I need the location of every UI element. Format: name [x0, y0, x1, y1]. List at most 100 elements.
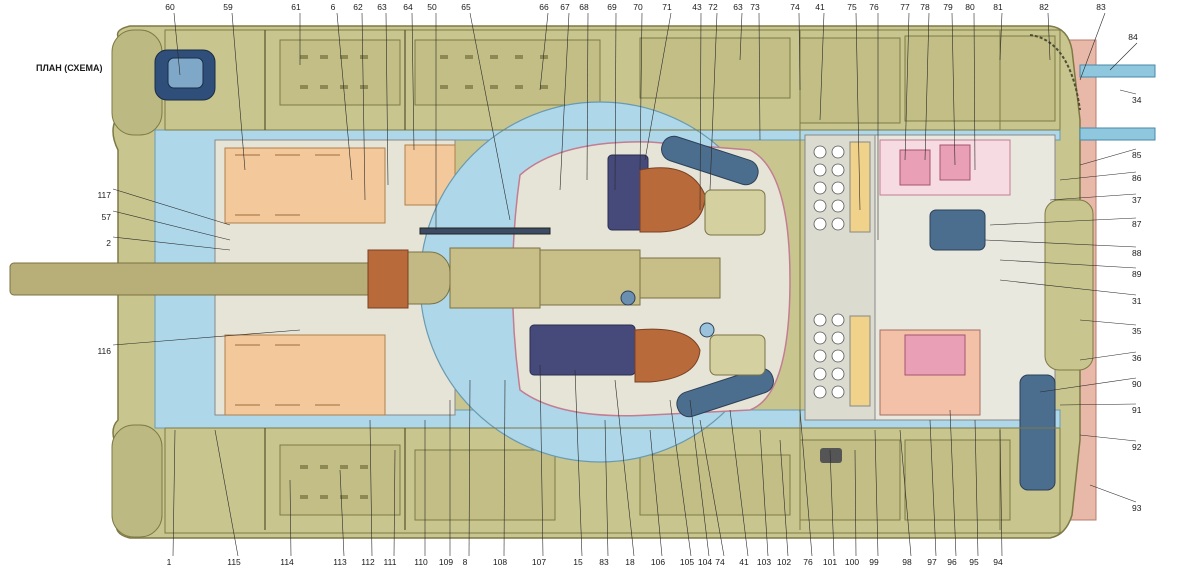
- callout-label: 63: [733, 2, 743, 12]
- callout-label: 98: [902, 557, 912, 567]
- callout-leader: [984, 239, 1137, 248]
- callout-leader: [904, 12, 910, 161]
- lower-cylinder: [709, 334, 766, 376]
- exhaust-duct-upper: [1079, 64, 1156, 78]
- callout-label: 6: [331, 2, 336, 12]
- callout-label: 59: [223, 2, 233, 12]
- callout-label: 66: [539, 2, 549, 12]
- callout-label: 36: [1132, 353, 1142, 363]
- callout-label: 65: [461, 2, 471, 12]
- callout-leader: [1059, 171, 1137, 181]
- callout-label: 76: [803, 557, 813, 567]
- callout-label: 117: [97, 190, 111, 200]
- gunner-sight-lower: [529, 324, 636, 376]
- callout-leader: [361, 12, 366, 201]
- callout-label: 35: [1132, 326, 1142, 336]
- exhaust-pipe-83: [1029, 34, 1081, 111]
- callout-leader: [699, 12, 702, 211]
- callout-leader: [586, 12, 589, 181]
- callout-leader: [336, 12, 353, 181]
- callout-label: 18: [625, 557, 635, 567]
- callout-label: 95: [969, 557, 979, 567]
- gunner-seat: [634, 328, 701, 383]
- callout-leader: [393, 449, 396, 557]
- front-fuel-tank-lower: [224, 334, 386, 416]
- callout-label: 84: [1128, 32, 1138, 42]
- gun-rear: [639, 257, 721, 299]
- radiator-fans: [813, 145, 845, 399]
- callout-label: 99: [869, 557, 879, 567]
- callout-leader: [231, 12, 246, 171]
- driver-hatch-inner: [167, 57, 204, 89]
- callout-label: 71: [662, 2, 672, 12]
- callout-label: 109: [439, 557, 453, 567]
- callout-label: 73: [750, 2, 760, 12]
- callout-label: 83: [1096, 2, 1106, 12]
- air-cleaner-87: [929, 209, 986, 251]
- callout-leader: [989, 217, 1137, 226]
- callout-label: 97: [927, 557, 937, 567]
- callout-leader: [468, 379, 471, 557]
- callout-label: 43: [692, 2, 702, 12]
- callout-leader: [1039, 377, 1137, 393]
- callout-label: 79: [943, 2, 953, 12]
- callout-label: 69: [607, 2, 617, 12]
- callout-label: 15: [573, 557, 583, 567]
- callout-leader: [1079, 434, 1137, 442]
- callout-label: 103: [757, 557, 771, 567]
- callout-leader: [689, 399, 710, 557]
- callout-leader: [759, 429, 769, 557]
- callout-label: 37: [1132, 195, 1142, 205]
- callout-leader: [1059, 403, 1137, 406]
- callout-leader: [874, 429, 879, 557]
- callout-label: 107: [532, 557, 546, 567]
- callout-leader: [855, 12, 861, 211]
- callout-label: 111: [384, 557, 397, 567]
- callout-leader: [1079, 319, 1137, 326]
- callout-leader: [385, 12, 389, 186]
- callout-leader: [112, 329, 301, 346]
- callout-leader: [999, 429, 1003, 557]
- callout-label: 96: [947, 557, 957, 567]
- callout-leader: [649, 429, 663, 557]
- loader-lever-joint: [620, 290, 636, 306]
- callout-leader: [469, 12, 511, 221]
- callout-leader: [411, 12, 415, 151]
- callout-leader: [539, 364, 544, 557]
- callout-leader: [699, 419, 725, 557]
- callout-label: 94: [993, 557, 1003, 567]
- callout-label: 2: [106, 238, 111, 248]
- coaxial-machine-gun: [419, 227, 551, 235]
- callout-label: 8: [463, 557, 468, 567]
- callout-label: 61: [291, 2, 301, 12]
- front-right-track-end: [111, 424, 163, 538]
- callout-label: 41: [739, 557, 749, 567]
- callout-leader: [669, 399, 692, 557]
- callout-label: 110: [414, 557, 428, 567]
- grille-lower: [849, 315, 871, 407]
- callout-label: 75: [847, 2, 857, 12]
- main-gun-barrel: [9, 262, 381, 296]
- callout-label: 76: [869, 2, 879, 12]
- callout-label: 78: [920, 2, 930, 12]
- callout-label: 64: [403, 2, 413, 12]
- callout-leader: [949, 409, 957, 557]
- callout-label: 74: [790, 2, 800, 12]
- lower-ammo-shell: [676, 367, 774, 418]
- upper-ammo-shell: [661, 135, 759, 186]
- callout-leader: [614, 379, 635, 557]
- callout-leader: [574, 369, 583, 557]
- callout-leader: [924, 12, 930, 161]
- callout-leader: [173, 12, 181, 76]
- callout-label: 80: [965, 2, 975, 12]
- callout-label: 91: [1132, 405, 1142, 415]
- callout-leader: [539, 12, 549, 91]
- diagram-title: ПЛАН (СХЕМА): [36, 63, 102, 73]
- starter-device: [1019, 374, 1056, 491]
- callout-leader: [799, 409, 813, 557]
- callout-label: 67: [560, 2, 570, 12]
- callout-label: 83: [599, 557, 609, 567]
- callout-leader: [112, 236, 231, 251]
